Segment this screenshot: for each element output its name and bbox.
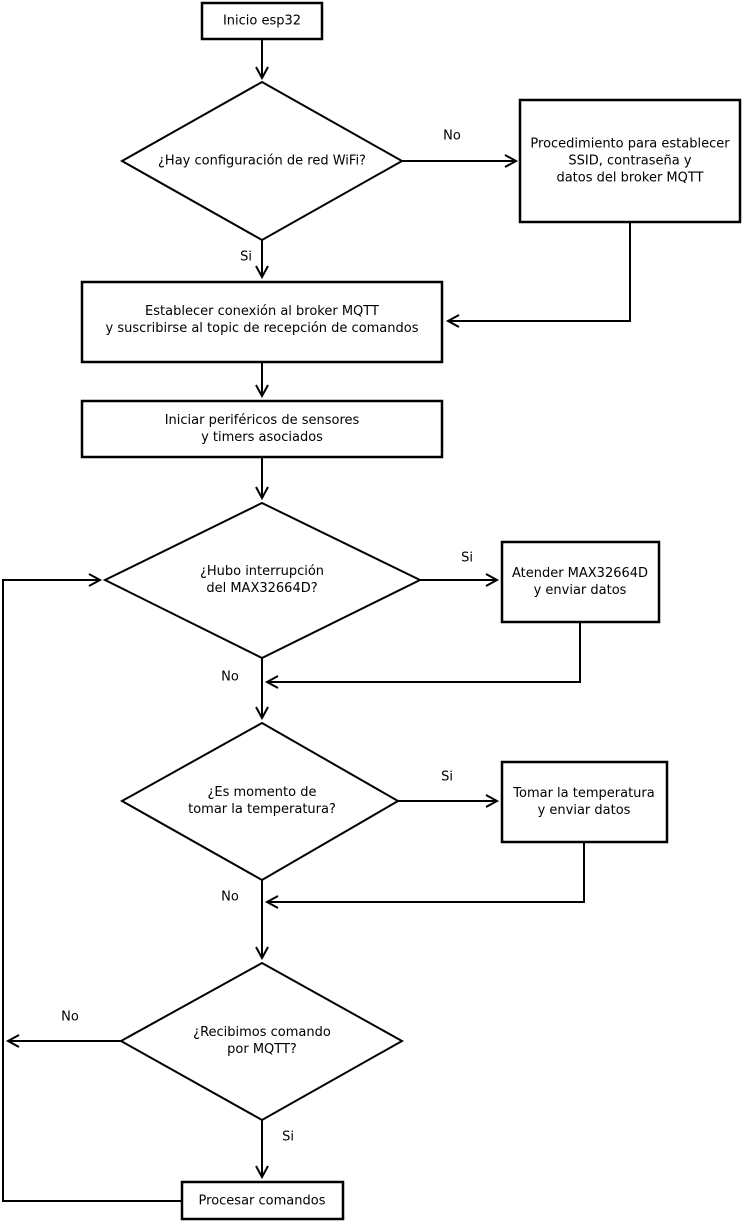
- edge-label-wifi-si: Si: [240, 249, 252, 265]
- max-interrupt-decision-label: ¿Hubo interrupción del MAX32664D?: [199, 563, 325, 596]
- temp-decision-label: ¿Es momento de tomar la temperatura?: [188, 784, 336, 817]
- edge-label-mqtt-si: Si: [282, 1129, 294, 1145]
- take-temp-box-shape: [500, 760, 669, 844]
- init-peripherals-label: Iniciar periféricos de sensores y timers…: [164, 412, 360, 445]
- connect-broker-box-shape: [80, 280, 444, 364]
- attend-max-label: Atender MAX32664D y enviar datos: [511, 565, 649, 598]
- mqtt-decision-label: ¿Recibimos comando por MQTT?: [193, 1024, 331, 1057]
- edge-label-wifi-no: No: [443, 128, 461, 144]
- process-commands-box-shape: [180, 1180, 345, 1221]
- edge-label-temp-no: No: [221, 889, 239, 905]
- edge-take-merge: [264, 842, 585, 909]
- edge-process-loop-to-max: [2, 573, 182, 1202]
- max-decision-shape: [102, 501, 423, 660]
- edge-attend-merge: [264, 622, 581, 689]
- edge-label-temp-si: Si: [441, 769, 453, 785]
- edge-setup-to-connect: [445, 222, 631, 328]
- start-node-label: Inicio esp32: [222, 13, 302, 29]
- setup-procedure-box-shape: [518, 98, 742, 224]
- connect-broker-label: Establecer conexión al broker MQTT y sus…: [105, 303, 419, 336]
- mqtt-decision-shape: [118, 961, 405, 1122]
- edge-label-max-si: Si: [461, 550, 473, 566]
- start-box-shape: [200, 1, 324, 41]
- wifi-decision-shape: [119, 80, 405, 242]
- temp-decision-shape: [119, 721, 401, 882]
- wifi-decision-label: ¿Hay configuración de red WiFi?: [158, 153, 366, 169]
- init-peripherals-box-shape: [80, 399, 444, 459]
- edge-label-mqtt-no: No: [61, 1009, 79, 1025]
- process-commands-label: Procesar comandos: [198, 1193, 326, 1209]
- take-temp-label: Tomar la temperatura y enviar datos: [513, 785, 655, 818]
- edge-label-max-no: No: [221, 669, 239, 685]
- attend-max-box-shape: [500, 540, 661, 624]
- setup-procedure-label: Procedimiento para establecer SSID, cont…: [530, 136, 730, 186]
